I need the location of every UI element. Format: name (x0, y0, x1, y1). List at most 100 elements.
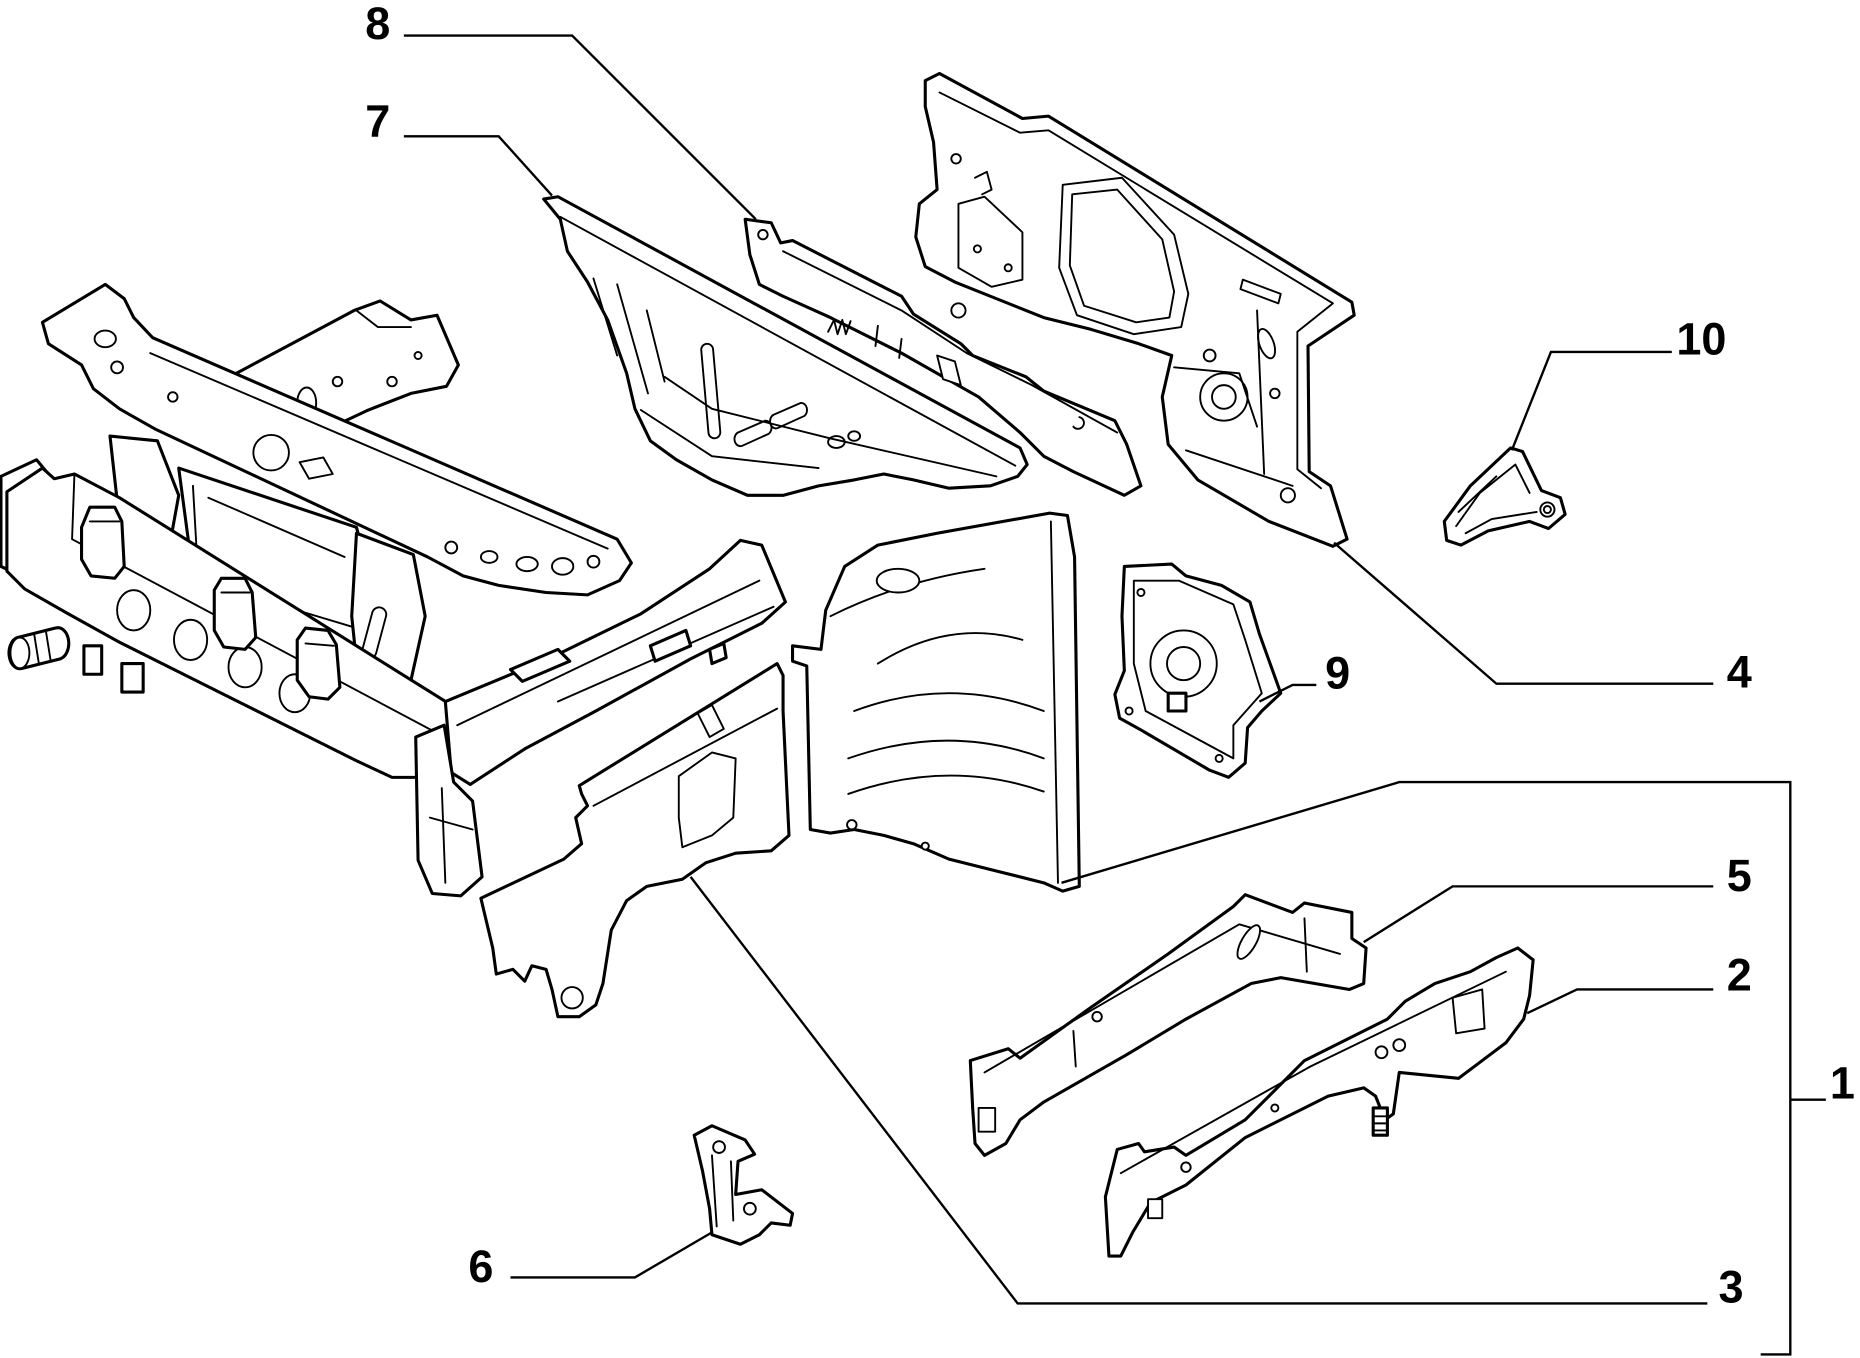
part-6-inner-lines (711, 1154, 735, 1228)
assembly-hole (444, 540, 459, 555)
leader-line-1-bracket (1061, 780, 1792, 1356)
callout-label-10: 10 (1676, 313, 1726, 364)
callout-label-7: 7 (365, 95, 390, 146)
part-1-front-end-assembly (0, 282, 787, 898)
assembly-foot (82, 644, 104, 676)
assembly-hole (93, 329, 117, 349)
part-4-window-flange (1068, 188, 1176, 324)
part-7-top-flange (559, 215, 1017, 467)
part-4-inner-edge (938, 91, 1334, 490)
leader-line-6 (510, 1231, 713, 1279)
assembly-front-column-lines (428, 787, 474, 884)
leader-line-5 (1363, 885, 1714, 944)
part-4-dash-panel (914, 71, 1356, 548)
assembly-rail-tab (708, 641, 728, 666)
part-9-inner-edge (1132, 579, 1263, 760)
leader-line-9 (1258, 683, 1317, 703)
assembly-lightening-hole (116, 589, 152, 632)
wheelhouse-hole (846, 819, 858, 831)
assembly-large-hole (252, 433, 290, 472)
part-5-oval-hole (1236, 924, 1262, 960)
assembly-hole (413, 350, 423, 361)
part-4-window-opening (1058, 176, 1190, 336)
part-9-hole (1136, 587, 1146, 597)
part-4-hole (1279, 487, 1296, 504)
part-4-hole (950, 153, 962, 165)
assembly-hole (479, 550, 499, 564)
part-3-hole (560, 986, 584, 1010)
part-5-outline (968, 893, 1368, 1157)
part-2-boss (1392, 1038, 1407, 1053)
leader-lines (403, 34, 1826, 1356)
assembly-hole (515, 555, 539, 573)
part-8-hole (757, 228, 769, 241)
assembly-bumper-stud-ring (33, 630, 52, 665)
part-9-hole (1214, 753, 1224, 763)
wheelhouse-rib (853, 692, 1045, 712)
part-4-rib (1256, 309, 1266, 475)
part-10-outline (1442, 446, 1567, 547)
part-4-hole (1003, 263, 1013, 273)
part-7-outline (542, 195, 1029, 497)
part-7-stud (733, 419, 773, 448)
leader-line-3 (689, 876, 1708, 1305)
part-8-cowl-strip (743, 217, 1143, 497)
part-3-inner-panel (479, 662, 791, 1019)
part-6-hole (743, 1201, 757, 1216)
part-2-hole (1270, 1103, 1280, 1113)
assembly-upper-crossmember-edge (149, 352, 609, 550)
part-5-hole (1091, 1011, 1103, 1023)
callout-label-4: 4 (1727, 646, 1752, 697)
assembly-bumper-stud-end (9, 636, 31, 670)
part-8-rib (874, 324, 903, 359)
part-9-opening (1149, 629, 1218, 698)
assembly-square-cutout (298, 456, 334, 480)
part-6-outline (692, 1124, 795, 1246)
callout-label-5: 5 (1727, 850, 1752, 901)
callout-labels: 8 7 10 4 9 5 2 1 3 6 (365, 0, 1855, 1312)
assembly-post (295, 626, 342, 701)
part-9-opening-inner (1166, 646, 1202, 682)
part-8-inner-edge (782, 250, 1119, 434)
wheelhouse-flange (1049, 520, 1059, 884)
wheelhouse-rib (847, 774, 1045, 795)
part-3-pressing (677, 751, 737, 849)
assembly-hole (167, 391, 179, 403)
part-5-rail (968, 893, 1368, 1157)
assembly-post (80, 505, 126, 580)
part-10-hole-inner (1542, 505, 1552, 515)
part-7-cowl-panel (542, 195, 1029, 497)
part-9-panel (1113, 562, 1283, 779)
assembly-front-column (414, 723, 484, 898)
part-4-hole (950, 302, 967, 319)
assembly-hole (386, 375, 398, 388)
part-10-inner-lines (1455, 463, 1538, 535)
callout-label-1: 1 (1830, 1057, 1855, 1108)
part-9-clip (1166, 691, 1188, 713)
callout-label-8: 8 (365, 0, 390, 49)
part-7-boss (847, 430, 862, 442)
part-4-hole (1269, 387, 1281, 400)
assembly-rail-tab (648, 628, 693, 663)
callout-label-6: 6 (468, 1241, 493, 1292)
part-2-hole (1180, 1161, 1192, 1173)
part-5-slot (977, 1107, 997, 1133)
part-9-hole (1124, 706, 1134, 716)
callout-label-9: 9 (1325, 647, 1350, 698)
wheelhouse-hole (920, 841, 930, 851)
part-2-bolt-stud (1371, 1106, 1389, 1137)
wheelhouse-rib (847, 739, 1045, 760)
part-2-slot (1147, 1198, 1164, 1220)
wheelhouse-hole (875, 567, 921, 594)
assembly-lightening-hole (227, 646, 263, 689)
part-7-slot (700, 342, 722, 440)
part-10-hole (1539, 501, 1556, 518)
part-4-booster-disk-inner (1211, 384, 1237, 410)
part-2-rail (1103, 946, 1535, 1258)
part-1-wheelhouse (791, 511, 1081, 893)
part-7-stud (769, 401, 808, 430)
assembly-upper-crossmember (40, 282, 633, 597)
assembly-hole (110, 360, 124, 375)
